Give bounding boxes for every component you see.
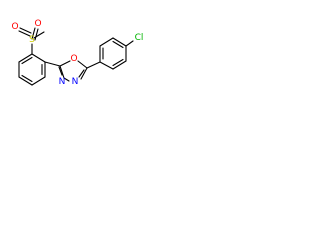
phenyl-ring-left	[18, 53, 46, 86]
nitrogen-left-label: N	[59, 77, 66, 87]
chemical-structure: S O O O N N Cl	[11, 19, 144, 87]
chlorophenyl-ring	[99, 37, 127, 70]
chlorine-label: Cl	[135, 33, 144, 43]
sulfonyl-oxygen-right-label: O	[34, 19, 41, 29]
oxadiazole-chlorophenyl-bond	[86, 61, 101, 69]
ring-oxygen-label: O	[70, 54, 77, 64]
nitrogen-right-label: N	[72, 77, 79, 87]
phenyl-oxadiazole-bond	[44, 61, 61, 67]
sulfonyl-oxygen-left-label: O	[11, 22, 18, 32]
sulfur-label: S	[29, 35, 35, 45]
chlorine-substituent: Cl	[125, 33, 144, 47]
sulfonyl-group: S O O	[11, 19, 45, 55]
oxadiazole-ring: O N N	[58, 54, 88, 87]
